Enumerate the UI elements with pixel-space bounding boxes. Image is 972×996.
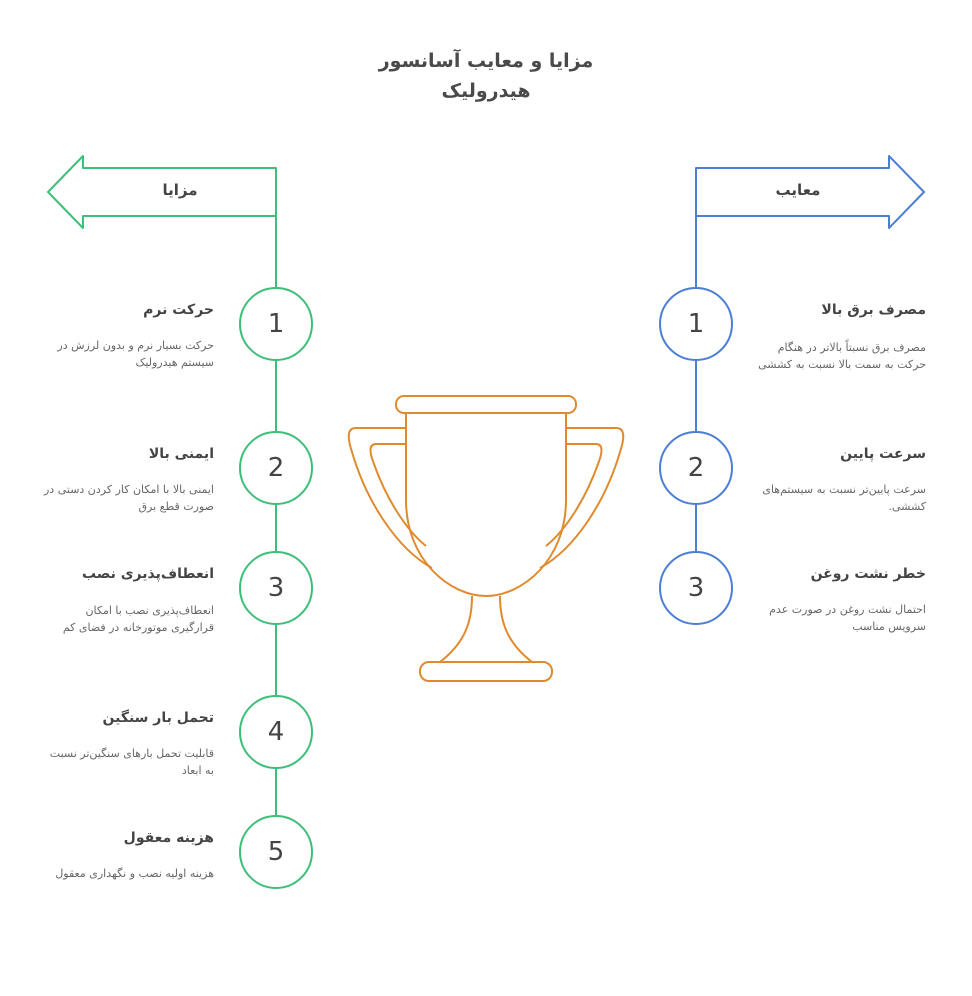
page-title-line-2: هیدرولیک <box>441 80 531 102</box>
advantage-title: تحمل بار سنگین <box>102 710 215 726</box>
advantage-number: 4 <box>267 717 285 747</box>
advantage-description: هزینه اولیه نصب و نگهداری معقول <box>55 867 214 880</box>
advantage-description: انعطاف‌پذیری نصب با امکان قرارگیری موتور… <box>62 604 214 634</box>
advantage-number: 5 <box>267 837 285 867</box>
page-title-line-1: مزایا و معایب آسانسور <box>378 50 594 72</box>
advantage-circle-4 <box>239 695 313 769</box>
advantage-circle-1 <box>239 287 313 361</box>
disadvantage-number: 2 <box>687 453 705 483</box>
disadvantage-description: مصرف برق نسبتاً بالاتر در هنگام حرکت به … <box>758 341 926 371</box>
disadvantage-description: سرعت پایین‌تر نسبت به سیستم‌های کششی. <box>762 483 926 513</box>
advantage-circle-5 <box>239 815 313 889</box>
disadvantages-arrow <box>695 155 925 229</box>
disadvantage-circle-3 <box>659 551 733 625</box>
disadvantage-number: 1 <box>687 309 705 339</box>
disadvantage-circle-2 <box>659 431 733 505</box>
disadvantage-circle-1 <box>659 287 733 361</box>
disadvantage-title: سرعت پایین <box>840 446 926 462</box>
advantage-title: ایمنی بالا <box>148 446 214 462</box>
disadvantage-title: مصرف برق بالا <box>821 302 926 318</box>
advantage-title: انعطاف‌پذیری نصب <box>81 566 214 582</box>
disadvantage-number: 3 <box>687 573 705 603</box>
advantage-description: حرکت بسیار نرم و بدون لرزش در سیستم هیدر… <box>57 339 214 369</box>
trophy-icon <box>347 395 625 682</box>
advantages-label: مزایا <box>162 181 198 199</box>
disadvantage-description: احتمال نشت روغن در صورت عدم سرویس مناسب <box>769 603 926 633</box>
advantage-title: حرکت نرم <box>143 302 214 318</box>
advantage-description: ایمنی بالا با امکان کار کردن دستی در صور… <box>44 483 214 513</box>
disadvantage-title: خطر نشت روغن <box>810 566 926 582</box>
disadvantages-label: معایب <box>775 181 821 199</box>
advantage-number: 1 <box>267 309 285 339</box>
advantage-circle-2 <box>239 431 313 505</box>
advantage-number: 3 <box>267 573 285 603</box>
advantage-description: قابلیت تحمل بارهای سنگین‌تر نسبت به ابعا… <box>49 747 214 777</box>
advantages-arrow <box>47 155 277 229</box>
advantage-circle-3 <box>239 551 313 625</box>
advantage-number: 2 <box>267 453 285 483</box>
advantage-title: هزینه معقول <box>123 830 214 846</box>
